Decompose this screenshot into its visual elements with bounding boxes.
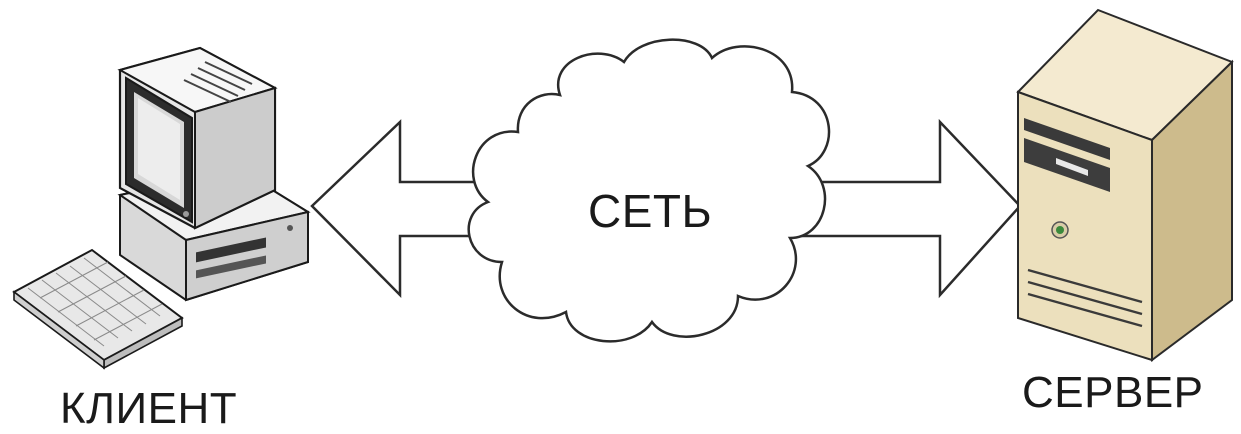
server-label: СЕРВЕР [1022, 368, 1204, 417]
client-label: КЛИЕНТ [60, 384, 238, 433]
network-label: СЕТЬ [588, 185, 713, 237]
cloud-icon [467, 38, 831, 343]
right-arrow [788, 118, 1022, 299]
desktop-computer-icon [12, 46, 311, 370]
server-tower-icon [1016, 8, 1234, 362]
